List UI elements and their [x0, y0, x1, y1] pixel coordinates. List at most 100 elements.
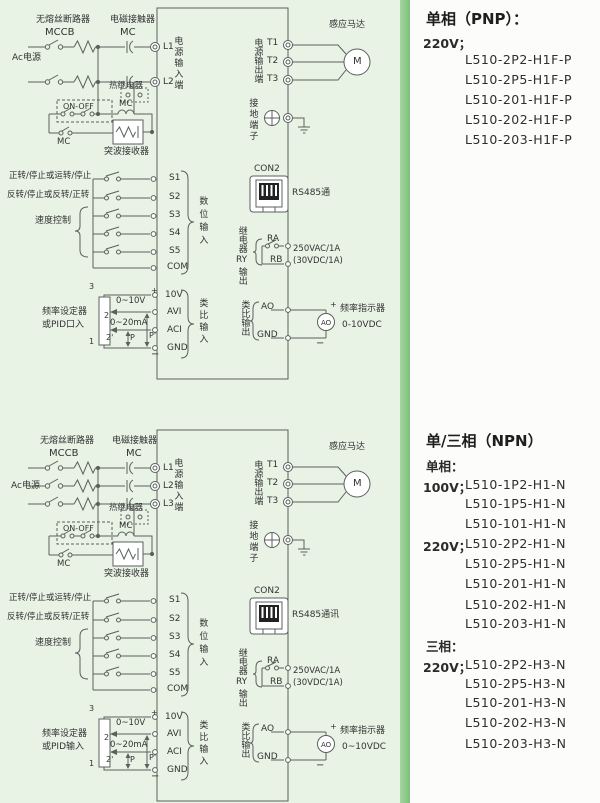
- pot-pin-2: 2: [104, 733, 110, 742]
- pot-pin-2p: 2': [106, 755, 114, 764]
- model-number: L510-203-H1F-P: [465, 132, 573, 147]
- terminal-label-s3: S3: [169, 210, 181, 220]
- label-breaker-name: 无熔丝断路器: [40, 436, 95, 446]
- label-ac-source: Ac电源: [12, 53, 41, 63]
- label-relay-output-2: RY: [236, 677, 248, 687]
- wiring-diagrams-area: 无熔丝断路器 MCCB 电磁接触器 MC Ac电源 热继电器 ON-OFF MC…: [0, 0, 400, 803]
- npn-voltage-220: 220V；: [423, 539, 472, 554]
- meter-minus: −: [316, 338, 325, 349]
- model-number: L510-2P2-H1F-P: [465, 52, 572, 67]
- model-number: L510-202-H3-N: [465, 715, 567, 730]
- label-relay-rating-dc: (30VDC/1A): [293, 256, 343, 266]
- model-number: L510-203-H1-N: [465, 616, 567, 631]
- terminal-label-t3: T3: [267, 74, 279, 84]
- motor-circuit: [283, 462, 371, 507]
- analog-input-circuit: [98, 289, 195, 359]
- terminal-label-gnd: GND: [167, 343, 188, 353]
- label-pid-input: 或PID输入: [42, 742, 85, 752]
- terminal-label-aci: ACI: [167, 325, 182, 335]
- label-breaker-code: MCCB: [49, 448, 79, 459]
- digital-input-switches: [74, 592, 195, 697]
- label-relay-output-1: 继电器: [236, 226, 247, 253]
- label-indicator-range: 0~10VDC: [342, 742, 387, 752]
- pot-pin-1: 1: [89, 337, 95, 346]
- con2-connector: [249, 597, 289, 635]
- label-p: P: [130, 755, 135, 764]
- relay-output-contacts: [252, 660, 291, 689]
- terminal-label-l3: L3: [163, 499, 174, 509]
- label-forward: 正转/停止或运转/停止: [9, 171, 92, 181]
- label-contactor-code: MC: [120, 27, 136, 38]
- meter-plus: +: [330, 722, 337, 731]
- terminal-label-l1: L1: [163, 463, 174, 473]
- label-motor-name: 感应马达: [329, 20, 366, 30]
- model-number: L510-203-H3-N: [465, 736, 567, 751]
- polarity-plus: +: [151, 286, 158, 295]
- pot-pin-2: 2: [104, 311, 110, 320]
- label-motor-name: 感应马达: [329, 442, 366, 452]
- label-range-current: 0~20mA: [110, 318, 148, 328]
- green-divider-bar: [400, 0, 410, 803]
- label-relay-output-3: 输出: [236, 267, 247, 286]
- model-number: L510-201-H1F-P: [465, 92, 573, 107]
- control-circuit: [48, 47, 155, 145]
- label-analog-input: 类比输入: [197, 298, 208, 346]
- npn-single-phase-label: 单相：: [426, 459, 464, 474]
- label-power-input: 电源输入端: [172, 458, 183, 513]
- meter-plus: +: [330, 300, 337, 309]
- con2-connector: [249, 175, 289, 213]
- terminal-label-s1: S1: [169, 595, 181, 605]
- terminal-label-rb: RB: [270, 677, 283, 687]
- label-pid-input: 或PID口入: [42, 320, 85, 330]
- label-relay-output: 继电器 RY 输出: [236, 648, 247, 707]
- label-mc-contact: MC: [57, 137, 71, 147]
- wiring-diagram-npn: 无熔丝断路器 MCCB 电磁接触器 MC Ac电源 热继电器 ON-OFF MC…: [0, 422, 400, 803]
- label-mc-coil: MC: [119, 521, 133, 531]
- motor-m-symbol: M: [353, 478, 362, 489]
- wiring-diagram-pnp: 无熔丝断路器 MCCB 电磁接触器 MC Ac电源 热继电器 ON-OFF MC…: [0, 0, 400, 422]
- terminal-label-ao: AO: [261, 724, 275, 734]
- label-power-output: 电源输出端: [252, 460, 263, 505]
- label-relay-output: 继电器 RY 输出: [236, 226, 247, 285]
- label-indicator-range: 0-10VDC: [342, 320, 382, 330]
- meter-ao-symbol: AO: [321, 741, 332, 749]
- pnp-schematic: [28, 7, 371, 380]
- model-number: L510-2P5-H1F-P: [465, 72, 572, 87]
- label-breaker-code: MCCB: [45, 27, 75, 38]
- label-onoff: ON-OFF: [63, 102, 94, 111]
- label-rs485: RS485通讯: [292, 610, 340, 620]
- power-input-lines: [28, 39, 160, 90]
- label-digital-input: 数位输入: [197, 196, 208, 248]
- label-earth-terminal: 接地端子: [247, 98, 258, 142]
- analog-output-meter: [249, 301, 335, 341]
- label-contactor-name: 电磁接触器: [112, 436, 158, 446]
- terminal-label-l2: L2: [163, 77, 174, 87]
- model-number: L510-2P2-H3-N: [465, 657, 567, 672]
- label-freq-indicator: 频率指示器: [340, 304, 386, 314]
- label-contactor-name: 电磁接触器: [110, 15, 156, 25]
- terminal-label-aci: ACI: [167, 747, 182, 757]
- terminal-label-ra: RA: [267, 234, 280, 244]
- pnp-voltage-220: 220V；: [423, 36, 472, 51]
- terminal-label-gnd: GND: [167, 765, 188, 775]
- meter-ao-symbol: AO: [321, 319, 332, 327]
- model-number: L510-2P5-H1-N: [465, 556, 567, 571]
- terminal-label-s4: S4: [169, 228, 181, 238]
- model-number: L510-2P2-H1-N: [465, 536, 567, 551]
- meter-minus: −: [316, 760, 325, 771]
- label-thermal-relay: 热继电器: [109, 81, 144, 91]
- terminal-label-avi: AVI: [167, 307, 182, 317]
- label-relay-output-3: 输出: [236, 689, 247, 708]
- label-earth-terminal: 接地端子: [247, 520, 258, 564]
- terminal-label-s5: S5: [169, 246, 181, 256]
- npn-section-title: 单/三相（NPN）: [426, 432, 543, 450]
- label-p: P: [130, 333, 135, 342]
- terminal-label-ao: AO: [261, 302, 275, 312]
- model-number: L510-201-H1-N: [465, 576, 567, 591]
- terminal-label-rb: RB: [270, 255, 283, 265]
- label-range-voltage: 0~10V: [116, 718, 146, 728]
- terminal-label-ao-gnd: GND: [257, 752, 278, 762]
- ground-circuit: [264, 532, 310, 556]
- model-number: L510-101-H1-N: [465, 516, 567, 531]
- terminal-label-t3: T3: [267, 496, 279, 506]
